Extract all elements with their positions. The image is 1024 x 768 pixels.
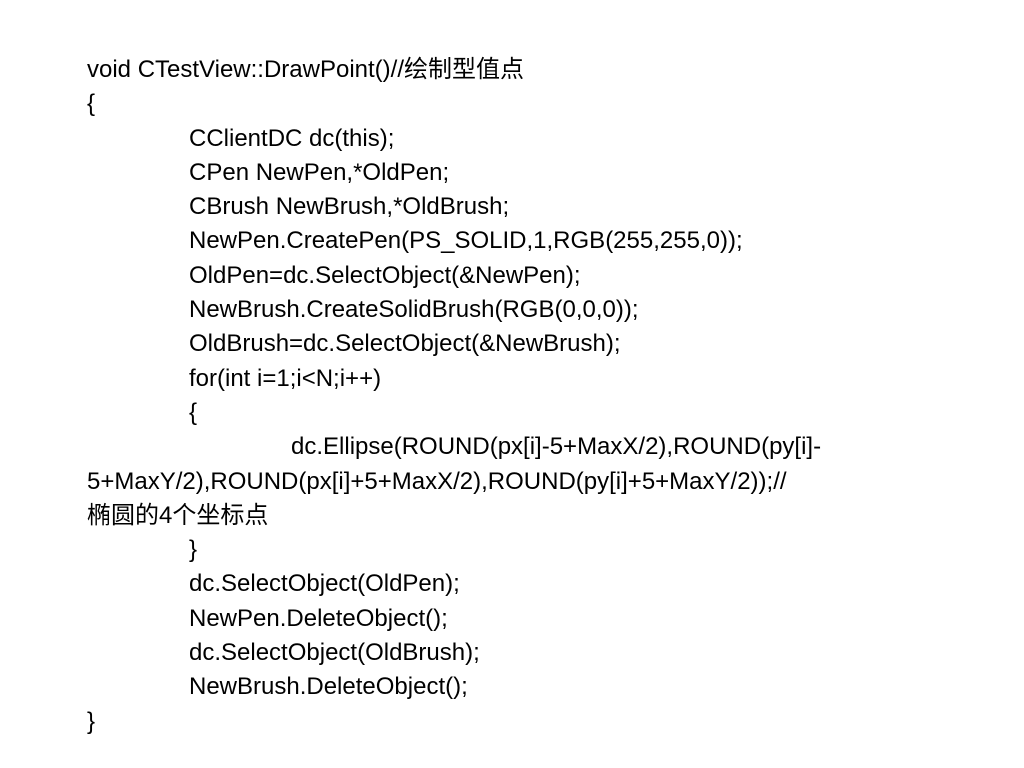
code-line-ellipse-part2: 5+MaxY/2),ROUND(px[i]+5+MaxX/2),ROUND(py…	[87, 467, 787, 495]
code-line-select-pen: OldPen=dc.SelectObject(&NewPen);	[189, 261, 581, 289]
code-line-ellipse-part1: dc.Ellipse(ROUND(px[i]-5+MaxX/2),ROUND(p…	[291, 433, 822, 461]
code-line-ellipse-comment: 椭圆的4个坐标点	[87, 501, 269, 529]
code-line-loop-close-brace: }	[189, 536, 198, 564]
code-line-delete-brush: NewBrush.DeleteObject();	[189, 673, 468, 701]
code-line-restore-pen: dc.SelectObject(OldPen);	[189, 570, 460, 598]
code-line-create-pen: NewPen.CreatePen(PS_SOLID,1,RGB(255,255,…	[189, 227, 743, 255]
code-line-loop-open-brace: {	[189, 398, 198, 426]
code-line-open-brace: {	[87, 90, 96, 118]
code-line-create-brush: NewBrush.CreateSolidBrush(RGB(0,0,0));	[189, 296, 639, 324]
code-line-select-brush: OldBrush=dc.SelectObject(&NewBrush);	[189, 330, 621, 358]
code-line-signature: void CTestView::DrawPoint()//绘制型值点	[87, 56, 524, 83]
code-listing: void CTestView::DrawPoint()//绘制型值点 { CCl…	[87, 53, 967, 739]
code-line-restore-brush: dc.SelectObject(OldBrush);	[189, 639, 480, 667]
code-line-delete-pen: NewPen.DeleteObject();	[189, 604, 448, 632]
code-line-close-brace: }	[87, 707, 96, 735]
code-line-pen-decl: CPen NewPen,*OldPen;	[189, 158, 450, 186]
code-line-brush-decl: CBrush NewBrush,*OldBrush;	[189, 193, 510, 221]
code-line-clientdc: CClientDC dc(this);	[189, 124, 395, 152]
code-line-for-loop: for(int i=1;i<N;i++)	[189, 364, 382, 392]
